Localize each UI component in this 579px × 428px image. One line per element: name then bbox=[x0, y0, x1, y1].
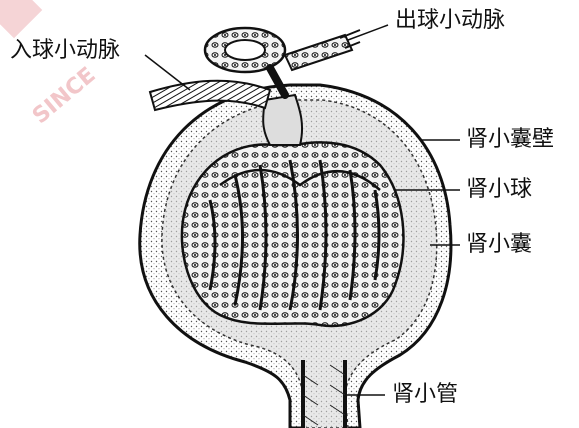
label-afferent-arteriole: 入球小动脉 bbox=[10, 40, 120, 62]
efferent-arteriole bbox=[285, 35, 352, 70]
label-efferent-arteriole: 出球小动脉 bbox=[395, 10, 505, 32]
label-glomerulus: 肾小球 bbox=[466, 179, 532, 201]
leader-afferent bbox=[145, 55, 190, 90]
label-capsule-wall: 肾小囊壁 bbox=[466, 129, 554, 151]
label-capsule: 肾小囊 bbox=[466, 234, 532, 256]
label-tubule: 肾小管 bbox=[392, 384, 458, 406]
vascular-pole bbox=[263, 95, 302, 145]
